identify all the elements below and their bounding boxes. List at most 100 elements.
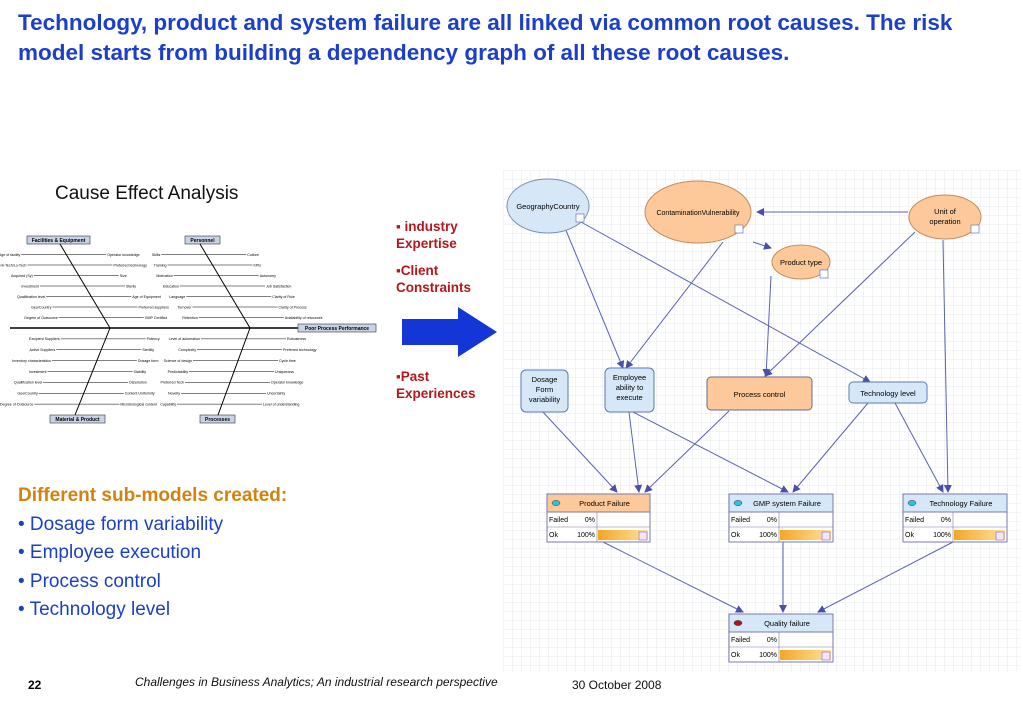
failure-table-title: Quality failure [764,619,810,628]
state-label: Ok [731,652,740,659]
fishbone-cause-label: Potency [147,337,160,341]
fishbone-cause-label: Clarity of Role [272,295,295,299]
probability-bar [598,530,648,540]
fishbone-cause-label: Degree of Outsource [0,402,33,406]
fishbone-cause-label: Operator knowledge [271,381,303,385]
fishbone-cause-label: Training [154,263,167,267]
cause-effect-title: Cause Effect Analysis [55,183,239,204]
fishbone-cause-label: Cycle time [279,359,296,363]
table-options-icon [821,531,831,541]
node-technology-level: Technology level [848,381,928,404]
fishbone-cause-label: Microbiological content [120,402,157,406]
submodels-list: Different sub-models created: • Dosage f… [18,482,287,625]
fishbone-cause-label: Level of understanding [263,402,299,406]
state-value: 100% [759,532,777,539]
fishbone-cause-label: Language [169,295,185,299]
fishbone-cause-label: Age of facility [0,253,20,257]
fishbone-cause-label: Robustness [287,337,306,341]
fishbone-diagram: Facilities & Equipment Personnel Materia… [0,235,377,424]
fishbone-cause-label: Qualification level [14,381,42,385]
probability-bar [780,650,831,660]
fishbone-cause-label: Availability of resources [285,316,323,320]
fishbone-cause-label: Geo/Country [31,305,52,309]
fishbone-cause-label: Inventory characteristics [12,359,51,363]
fishbone-cause-label: Motivation [156,274,172,278]
status-cyan-icon [907,500,917,506]
fishbone-cause-label: Retention [182,316,197,320]
fishbone-category: Processes [199,414,236,424]
state-value: 100% [759,652,777,659]
fishbone-cause-label: Investment [21,284,39,288]
failure-table-title: Technology Failure [930,499,993,508]
svg-text:execute: execute [616,393,642,402]
fishbone-cause-label: Operator knowledge [107,253,139,257]
table-options-icon [821,651,831,661]
status-cyan-icon [733,500,743,506]
fishbone-cause-label: Predictability [168,370,189,374]
status-red-icon [733,620,743,626]
fishbone-cause-label: Science of design [164,359,192,363]
submodel-item: • Dosage form variability [18,513,224,535]
fishbone-cause-label: Degree of Outsource [24,316,57,320]
fishbone-cause-label: Capability [160,402,176,406]
svg-text:Unit of: Unit of [934,207,957,216]
node-dosage-form-variability: Dosage Form variability [520,369,569,413]
svg-text:ContaminationVulnerability: ContaminationVulnerability [656,210,740,217]
submodel-item: • Technology level [18,599,171,620]
slide-title: Technology, product and system failure a… [18,10,953,65]
fishbone-cause-label: Preferred technology [114,263,148,267]
svg-text:Facilities & Equipment: Facilities & Equipment [32,238,86,244]
svg-text:Technology level: Technology level [860,389,916,398]
state-value: 0% [767,637,777,644]
fishbone-cause-label: Education [163,284,179,288]
svg-text:Processes: Processes [205,417,230,423]
svg-text:Poor Process Performance: Poor Process Performance [305,326,369,332]
fishbone-cause-label: Content Uniformity [125,392,155,396]
fishbone-cause-label: Uniqueness [275,370,294,374]
state-label: Failed [549,517,568,524]
node-employee-ability: Employee ability to execute [604,367,655,413]
fishbone-effect: Poor Process Performance [297,323,377,333]
fishbone-cause-label: KPIs [254,263,262,267]
status-cyan-icon [551,500,561,506]
fishbone-cause-label: Hi-Tech/Lo-Tech [1,263,27,267]
fishbone-cause-label: Skills [152,253,161,257]
fishbone-cause-label: Age of Equipment [132,295,161,299]
fishbone-cause-label: Level of automation [169,337,200,341]
node-product-type: Product type [771,244,831,280]
note-past-experiences: ▪Past Experiences [396,369,476,401]
page-number: 22 [28,678,42,692]
svg-text:Material & Product: Material & Product [55,417,100,423]
fishbone-cause-label: GMP Certified [145,316,168,320]
fishbone-cause-label: Job Satisfaction [266,284,291,288]
state-label: Failed [905,517,924,524]
fishbone-cause-label: Size [120,274,127,278]
fishbone-cause-label: Preferred Tech [160,381,184,385]
fishbone-cause-label: Dissolution [129,381,147,385]
fishbone-category: Personnel [184,235,221,245]
fishbone-cause-label: Qualification level [17,295,45,299]
fishbone-cause-label: Acquired (Sy) [11,274,33,278]
state-label: Failed [731,637,750,644]
note-industry-expertise: ▪ industry Expertise [396,219,458,251]
fishbone-cause-label: Preferred suppliers [139,305,170,309]
dependency-graph: GeographyCountry ContaminationVulnerabil… [503,170,1021,672]
node-contamination-vulnerability: ContaminationVulnerability [644,180,752,244]
state-label: Ok [905,532,914,539]
svg-text:GeographyCountry: GeographyCountry [516,202,580,211]
fishbone-category: Material & Product [49,414,106,424]
state-value: 0% [585,517,595,524]
right-arrow-icon [402,307,497,357]
failure-table-title: GMP system Failure [753,499,821,508]
table-options-icon [638,531,648,541]
footer-text: Challenges in Business Analytics; An ind… [135,675,498,689]
state-value: 100% [933,532,951,539]
svg-text:Process control: Process control [734,390,786,399]
submodel-item: • Process control [18,570,161,592]
probability-bar [780,530,831,540]
svg-text:Product type: Product type [780,258,822,267]
footer-date: 30 October 2008 [572,678,662,692]
